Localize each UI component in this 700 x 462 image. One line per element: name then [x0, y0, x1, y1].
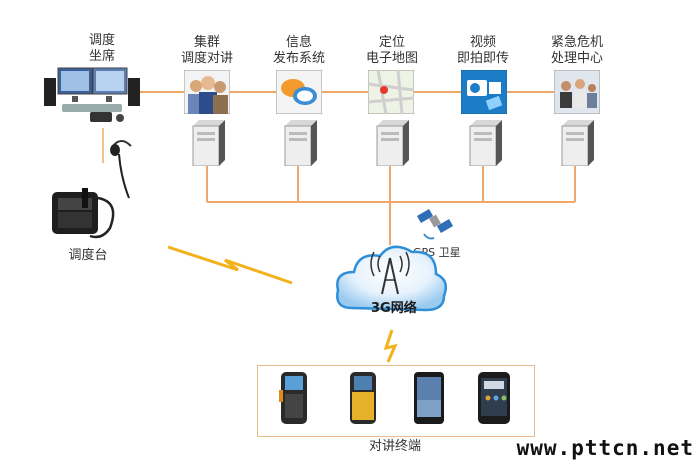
headset-icon	[110, 140, 132, 199]
rugged-phone-yellow-icon	[350, 372, 376, 424]
terminals-label: 对讲终端	[368, 439, 421, 454]
system-label-video: 视频即拍即传	[456, 35, 509, 66]
map-icon	[368, 70, 414, 114]
smartphone-icon	[414, 372, 444, 424]
network-label: 3G网络	[371, 301, 417, 316]
meeting-photo-icon	[554, 70, 600, 114]
rugged-phone-icon	[279, 372, 307, 424]
dispatcher-label: 调度台	[68, 248, 108, 263]
chat-bubbles-icon	[276, 70, 322, 114]
console-label: 调度坐席	[88, 33, 115, 64]
dispatcher-phone-icon	[52, 188, 115, 239]
wireless-bolt-left	[167, 245, 293, 285]
wireless-bolt-down	[383, 329, 398, 363]
terminals-box	[257, 365, 535, 437]
satellite-icon	[416, 209, 454, 240]
console-workstation-icon	[44, 67, 140, 122]
watermark: www.pttcn.net	[516, 436, 694, 460]
system-label-map: 定位电子地图	[365, 35, 418, 66]
people-icon	[184, 70, 230, 114]
server-icon-map	[376, 120, 409, 166]
server-icon-cluster	[192, 120, 225, 166]
video-camera-icon	[461, 70, 507, 114]
server-icon-info	[284, 120, 317, 166]
3g-network-cloud-icon	[336, 245, 447, 312]
server-icon-emergency	[561, 120, 594, 166]
system-label-cluster: 集群调度对讲	[180, 35, 233, 66]
smartphone-touch-icon	[478, 372, 510, 424]
system-label-emergency: 紧急危机处理中心	[550, 35, 603, 66]
server-icon-video	[469, 120, 502, 166]
system-label-info: 信息发布系统	[272, 35, 325, 66]
